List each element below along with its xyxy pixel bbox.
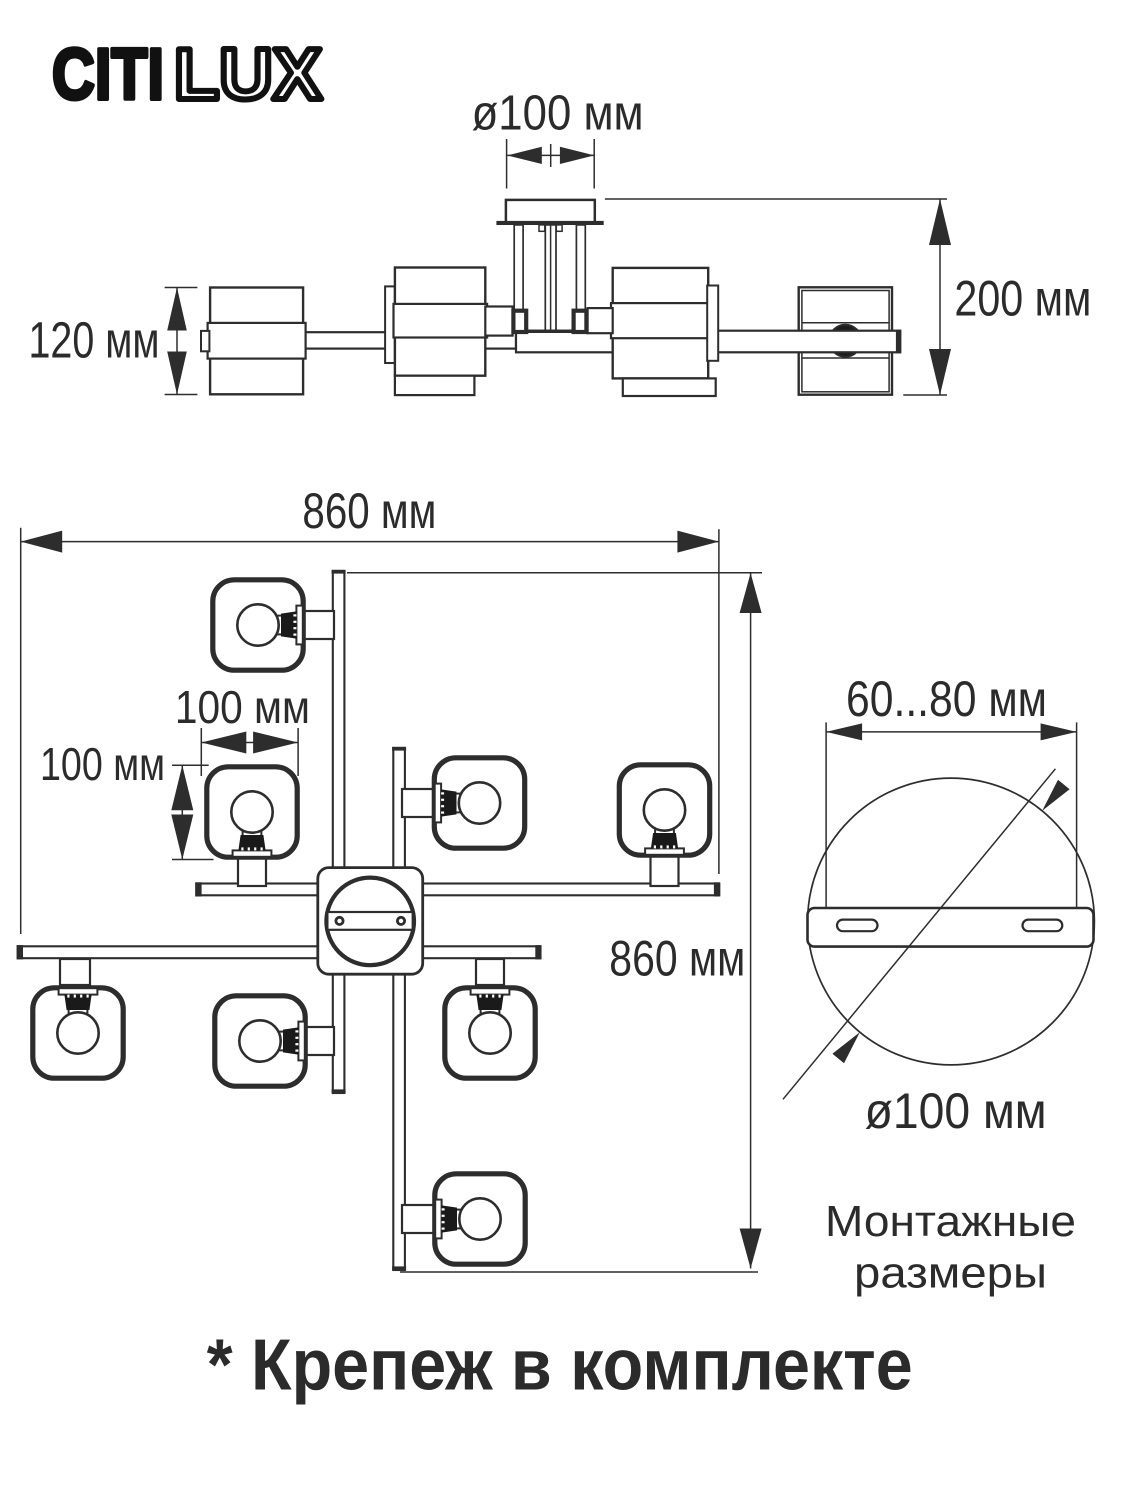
svg-text:200 мм: 200 мм bbox=[954, 271, 1091, 327]
svg-text:60...80 мм: 60...80 мм bbox=[846, 671, 1047, 727]
svg-text:* Крепеж в комплекте: * Крепеж в комплекте bbox=[207, 1326, 913, 1406]
svg-text:ø100 мм: ø100 мм bbox=[865, 1083, 1047, 1139]
svg-text:CITI: CITI bbox=[52, 35, 164, 115]
svg-text:Монтажные: Монтажные bbox=[825, 1197, 1076, 1246]
svg-text:LUX: LUX bbox=[174, 35, 322, 115]
svg-text:860 мм: 860 мм bbox=[609, 931, 745, 987]
svg-text:100 мм: 100 мм bbox=[175, 681, 310, 733]
svg-text:860 мм: 860 мм bbox=[302, 483, 436, 539]
svg-text:ø100 мм: ø100 мм bbox=[472, 87, 644, 141]
svg-text:100 мм: 100 мм bbox=[40, 738, 165, 790]
svg-text:размеры: размеры bbox=[854, 1249, 1047, 1298]
svg-text:120 мм: 120 мм bbox=[29, 312, 160, 369]
